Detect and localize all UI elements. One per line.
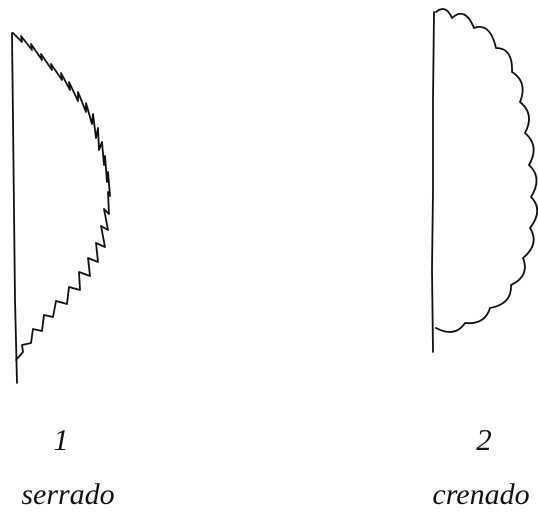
serrated-leaf-drawing: [11, 32, 111, 384]
crenate-midrib: [431, 11, 435, 353]
serrated-midrib: [11, 32, 18, 384]
serrated-margin: [12, 32, 111, 361]
panel-number-2: 2: [476, 422, 492, 457]
crenate-leaf-drawing: [431, 8, 538, 353]
caption-serrado: serrado: [21, 478, 115, 511]
panel-number-1: 1: [53, 422, 69, 457]
caption-crenado: crenado: [432, 478, 530, 511]
crenate-margin: [435, 8, 538, 333]
